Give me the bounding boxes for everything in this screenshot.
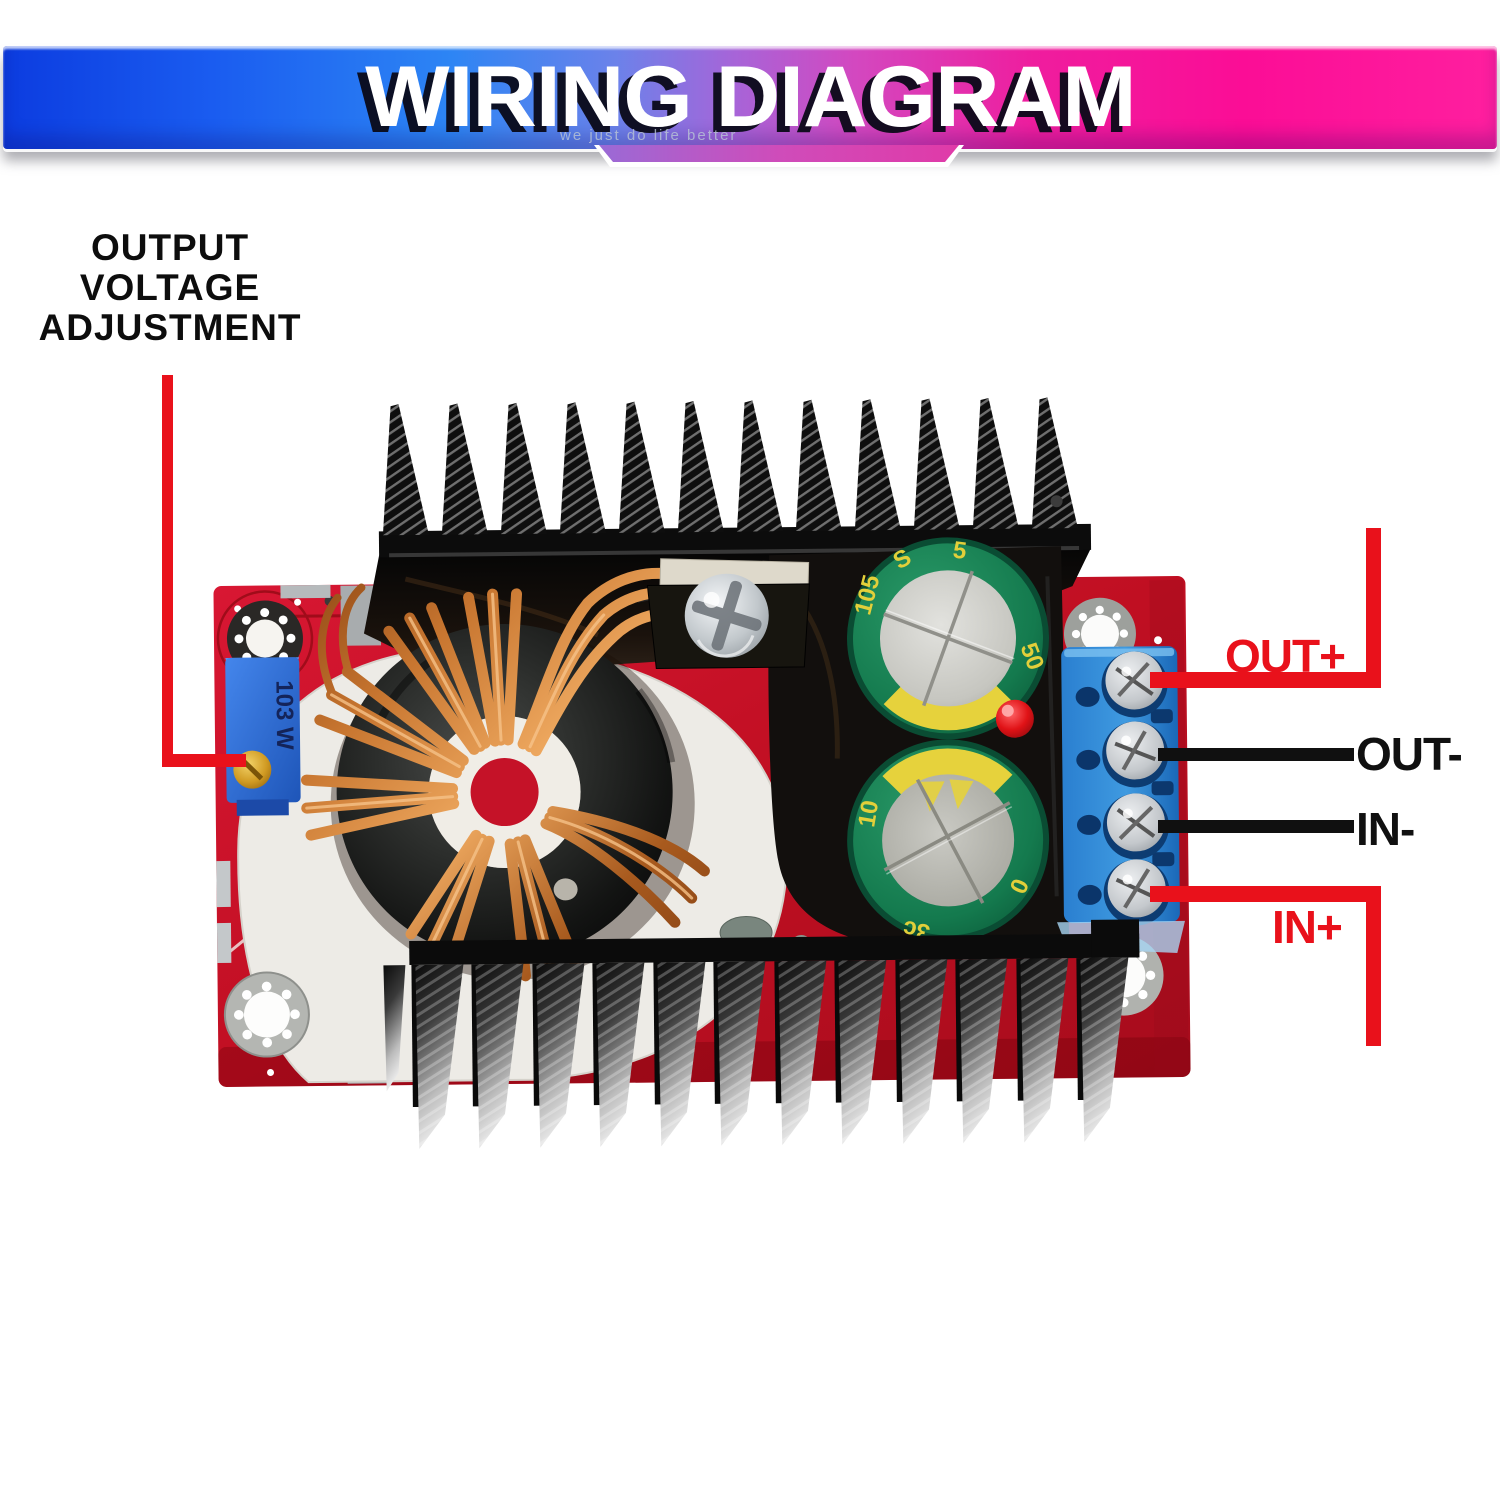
- adjustment-label-line3: ADJUSTMENT: [38, 307, 302, 348]
- bottom-heatsink: [383, 916, 1140, 1150]
- svg-text:5: 5: [951, 537, 968, 565]
- in-plus-line-horizontal: [1150, 886, 1381, 902]
- svg-text:10: 10: [853, 798, 884, 829]
- terminal-block: [1056, 646, 1185, 954]
- transistor-bracket: [646, 558, 810, 669]
- adjustment-label-line2: VOLTAGE: [79, 267, 261, 308]
- adjustment-line-vertical: [162, 375, 173, 767]
- mounting-hole-bottom-left: [223, 971, 310, 1058]
- output-voltage-adjustment-label: OUTPUT VOLTAGE ADJUSTMENT: [20, 228, 320, 348]
- watermark-text: we just do life better: [560, 127, 738, 144]
- in-minus-label: IN-: [1356, 803, 1415, 855]
- toroidal-inductor: [300, 567, 744, 982]
- in-plus-line-vertical: [1366, 886, 1381, 1046]
- in-minus-line: [1158, 820, 1354, 833]
- out-minus-line: [1158, 748, 1354, 761]
- adjustment-label-line1: OUTPUT: [90, 227, 250, 268]
- out-plus-line-horizontal: [1150, 672, 1381, 688]
- adjustment-line-horizontal: [162, 754, 246, 767]
- indicator-led: [995, 699, 1034, 738]
- terminal-screw-in-plus: [1103, 859, 1170, 926]
- terminal-screw-out-minus: [1102, 721, 1169, 788]
- page-title: WIRING DIAGRAM: [364, 49, 1136, 145]
- header-banner: WIRING DIAGRAM: [3, 46, 1497, 149]
- trimmer-potentiometer: 103 W: [225, 657, 301, 816]
- banner-tab: [599, 145, 959, 162]
- terminal-screw-in-minus: [1102, 793, 1169, 860]
- out-plus-line-vertical: [1366, 528, 1381, 688]
- trimmer-marking: 103 W: [270, 680, 298, 750]
- in-plus-label: IN+: [1272, 901, 1343, 953]
- leader-lines: [162, 375, 1381, 1046]
- out-minus-label: OUT-: [1356, 728, 1463, 780]
- converter-module-photo: 103 W: [162, 375, 1381, 1150]
- capacitor-2: 10 3c 0: [847, 739, 1050, 946]
- capacitor-1: 105 S 5 50: [847, 537, 1049, 740]
- terminal-screw-out-plus: [1101, 651, 1168, 718]
